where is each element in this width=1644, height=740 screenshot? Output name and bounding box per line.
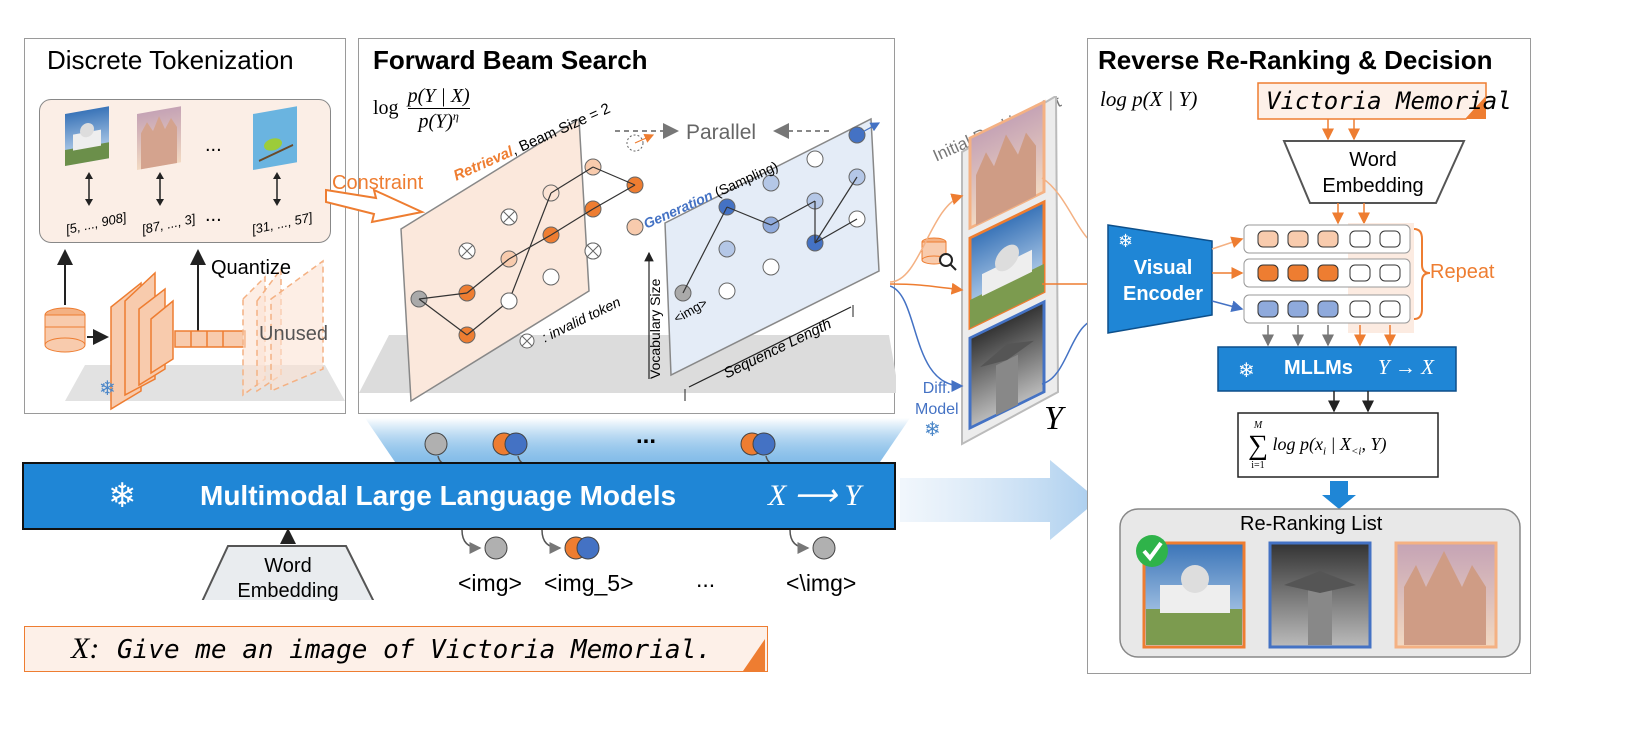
rerank-query-text: Victoria Memorial [1266, 87, 1512, 115]
mllm-label: Multimodal Large Language Models [200, 480, 677, 511]
formula-numerator: p(Y | X) [407, 85, 470, 109]
unused-decoder [242, 259, 324, 397]
ranking-image-2 [968, 199, 1046, 331]
token-img-end: <\img> [786, 570, 857, 596]
token-ellipsis-1: ... [205, 134, 222, 156]
rerank-mllm-direction: Y → X [1378, 355, 1435, 379]
repeat-brace [1413, 228, 1431, 320]
constraint-label: Constraint [332, 172, 424, 194]
tokenizer-encoder [110, 271, 246, 411]
upper-ellipsis: ... [636, 422, 657, 449]
sum-formula-body: log p(x [1272, 434, 1323, 455]
diff-label: Diff. [922, 380, 951, 397]
we-embedding-main: Embedding [237, 580, 339, 602]
mllm-bar: ❄ Multimodal Large Language Models X ⟶ Y [22, 462, 896, 530]
ranking-image-3 [968, 299, 1046, 431]
word-embedding-block [201, 545, 375, 600]
snowflake-icon: ❄ [99, 378, 116, 400]
flow-arrow-right [900, 460, 1098, 540]
mllm-snowflake-icon: ❄ [1238, 360, 1255, 382]
model-label: Model [915, 401, 959, 418]
sum-formula: M∑i=1 log p(xi | X<i, Y) [1248, 420, 1387, 471]
formula-log: log [373, 96, 399, 119]
rerank-list-title: Re-Ranking List [1240, 513, 1383, 535]
parallel-label: Parallel [686, 121, 757, 144]
sum-symbol: M∑i=1 [1248, 420, 1268, 471]
beam-search-panel: Forward Beam Search [358, 38, 896, 414]
database-icon [44, 307, 86, 353]
formula-denominator: p(Y) [418, 110, 453, 133]
mllm-direction: X ⟶ Y [768, 479, 862, 512]
token-ellipsis: ... [696, 566, 716, 592]
query-corner [743, 639, 765, 671]
rerank-mllm-label: MLLMs [1284, 357, 1353, 379]
tokenization-title: Discrete Tokenization [47, 45, 294, 75]
constraint-arrow [325, 188, 426, 224]
encoder-word: Encoder [1122, 283, 1204, 305]
query-prefix: X: [71, 632, 100, 665]
rerank-word-embedding [1282, 140, 1466, 204]
token-img5: <img_5> [544, 570, 634, 596]
beam-formula: log p(Y | X) p(Y)η [373, 85, 470, 134]
token-graphics [201, 432, 836, 600]
mllm-snowflake-icon: ❄ [108, 477, 137, 515]
token-ellipsis-2: ... [205, 204, 222, 226]
y-label: Y [1044, 400, 1063, 437]
visual-encoder-block [1107, 224, 1213, 334]
rerank-image-1 [1142, 541, 1246, 649]
sum-formula-box [1237, 412, 1439, 478]
rerank-title: Reverse Re-Ranking & Decision [1098, 45, 1493, 75]
retrieval-database-icon [921, 237, 957, 271]
generation-plane [664, 117, 880, 377]
repeat-label: Repeat [1430, 261, 1495, 283]
diff-model-label: Diff. Model [915, 378, 959, 420]
diff-snowflake-icon: ❄ [924, 419, 941, 441]
ranking-image-1 [968, 99, 1046, 231]
query-box: X: Give me an image of Victoria Memorial… [24, 626, 768, 672]
rerank-image-2 [1268, 541, 1372, 649]
we-word-main: Word [264, 555, 312, 577]
tokenization-graphics: ... [5, ..., 908] [87, ..., 3] ... [31, … [44, 106, 345, 411]
rerank-image-3 [1394, 541, 1498, 649]
rerank-graphics: ❄ ❄ [1107, 82, 1521, 658]
rerank-mllm-box [1217, 346, 1457, 392]
query-text: Give me an image of Victoria Memorial. [117, 635, 712, 665]
rerank-formula: log p(X | Y) [1100, 87, 1198, 111]
token-img: <img> [458, 570, 522, 596]
beam-search-graphics [359, 117, 896, 403]
rerank-panel: Reverse Re-Ranking & Decision log p(X | … [1087, 38, 1531, 674]
quantize-label: Quantize [211, 257, 292, 279]
formula-exponent: η [452, 109, 459, 123]
ranking-graphics: ❄ [890, 96, 1090, 446]
unused-label: Unused [259, 323, 328, 345]
visual-word: Visual [1133, 257, 1193, 279]
we-embedding: Embedding [1322, 175, 1424, 197]
tokenization-panel: Discrete Tokenization ... [5, ..., 908] … [24, 38, 346, 414]
beam-search-title: Forward Beam Search [373, 45, 648, 75]
check-icon [1136, 535, 1168, 567]
retrieval-plane [400, 117, 590, 403]
rerank-down-arrow [1322, 481, 1356, 509]
we-word: Word [1349, 149, 1397, 171]
encoder-snowflake-icon: ❄ [1118, 231, 1133, 251]
